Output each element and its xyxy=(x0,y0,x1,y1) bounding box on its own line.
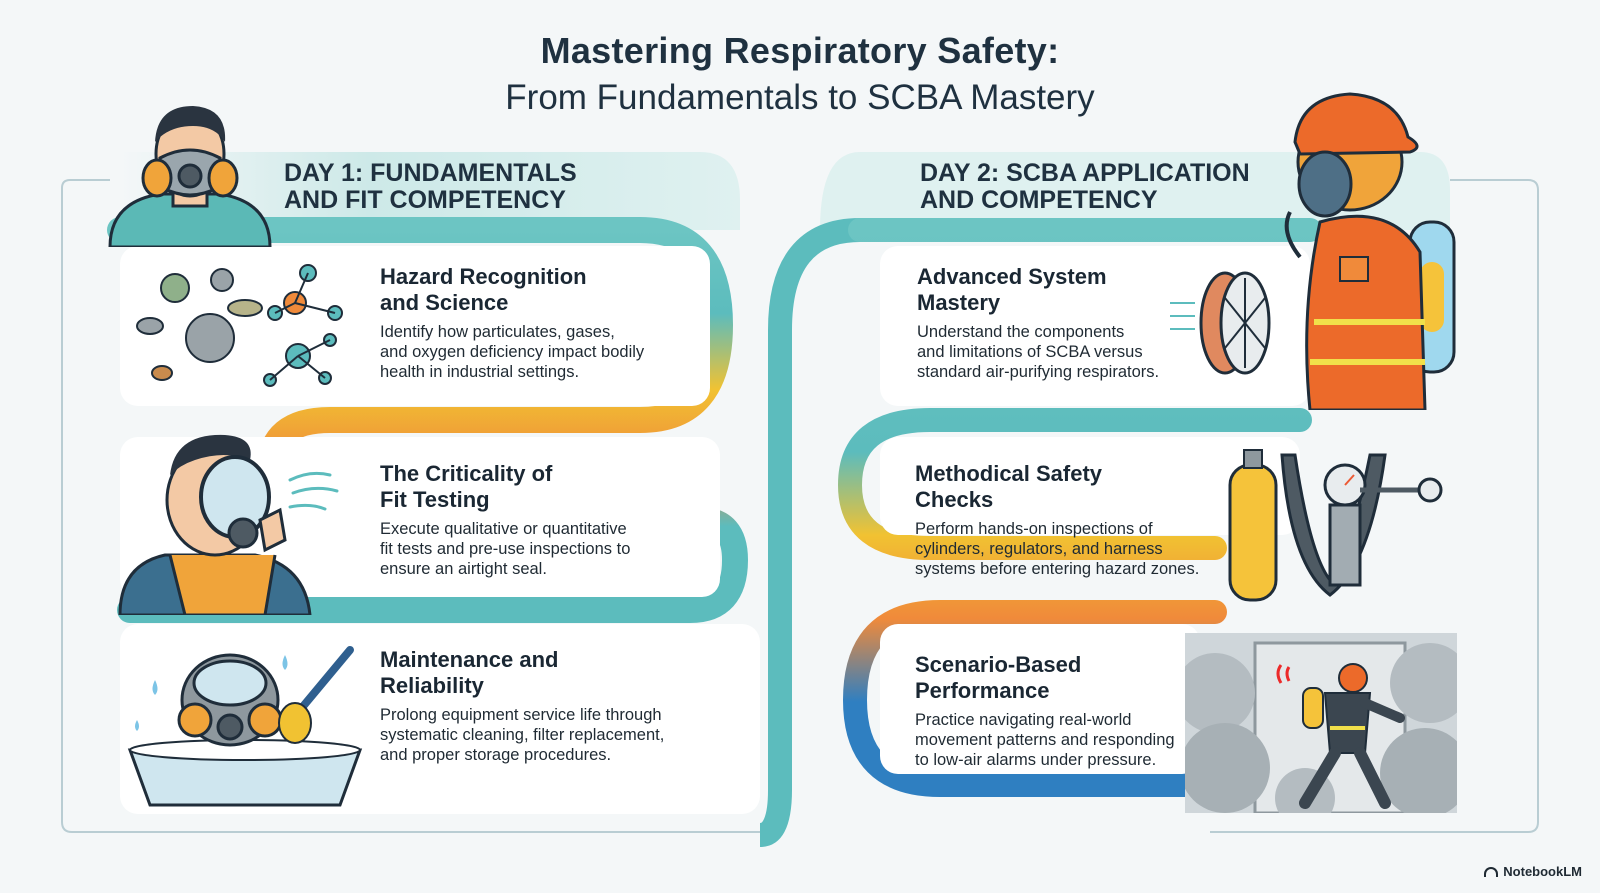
day1-card3-body-line2: systematic cleaning, filter replacement, xyxy=(380,726,665,744)
day1-heading-line1: DAY 1: FUNDAMENTALS xyxy=(284,159,577,187)
day2-card2-title-line2: Checks xyxy=(915,487,994,512)
day2-heading-line2: AND COMPETENCY xyxy=(920,186,1158,214)
day2-card2-body-line1: Perform hands-on inspections of xyxy=(915,520,1153,538)
day2-card1-title-line1: Advanced System xyxy=(917,264,1107,289)
day2-card3-body-line1: Practice navigating real-world xyxy=(915,711,1132,729)
day2-card3-title-line1: Scenario-Based xyxy=(915,652,1082,677)
left-frame-line xyxy=(61,179,780,833)
day1-card3-title-line2: Reliability xyxy=(380,673,484,698)
notebooklm-logo: NotebookLM xyxy=(1484,864,1582,879)
day1-card1-body-line1: Identify how particulates, gases, xyxy=(380,323,615,341)
day1-card3-body-line3: and proper storage procedures. xyxy=(380,746,612,764)
day2-card2-body-line2: cylinders, regulators, and harness xyxy=(915,540,1163,558)
scba-harness-regulator-illustration xyxy=(1228,449,1443,602)
page-subtitle: From Fundamentals to SCBA Mastery xyxy=(505,78,1095,117)
day2-header-band xyxy=(820,152,1450,230)
day1-card1-title-line2: and Science xyxy=(380,290,509,315)
day2-card3-bg xyxy=(880,624,1200,774)
day1-card1-body-line3: health in industrial settings. xyxy=(380,363,580,381)
day2-card1-title-line2: Mastery xyxy=(917,290,1001,315)
day2-card1-body-line1: Understand the components xyxy=(917,323,1125,341)
smoke-scenario-firefighter-illustration xyxy=(1185,633,1457,813)
day2-card3-body-line2: movement patterns and responding xyxy=(915,731,1175,749)
day1-card1-title-line1: Hazard Recognition xyxy=(380,264,587,289)
day1-card3-body-line1: Prolong equipment service life through xyxy=(380,706,662,724)
fit-testing-person-illustration xyxy=(118,434,339,615)
day1-card2-body-line1: Execute qualitative or quantitative xyxy=(380,520,627,538)
day2-card2-body-line3: systems before entering hazard zones. xyxy=(915,560,1200,578)
mask-person-avatar-icon xyxy=(108,106,272,247)
mask-cleaning-basin-illustration xyxy=(127,646,363,807)
filter-cartridge-icon xyxy=(1170,271,1271,375)
day2-heading-line1: DAY 2: SCBA APPLICATION xyxy=(920,159,1250,187)
day1-card2-title-line1: The Criticality of xyxy=(380,461,553,486)
hazard-particles-illustration xyxy=(136,264,343,387)
day2-card3-title-line2: Performance xyxy=(915,678,1050,703)
day1-heading-line2: AND FIT COMPETENCY xyxy=(284,186,566,214)
day1-card3-title-line1: Maintenance and xyxy=(380,647,559,672)
day2-card1-body-line3: standard air-purifying respirators. xyxy=(917,363,1160,381)
right-frame-line xyxy=(1210,179,1539,833)
day1-card1-body-line2: and oxygen deficiency impact bodily xyxy=(380,343,645,361)
day2-card1-bg xyxy=(880,246,1310,406)
day2-card2-bg xyxy=(880,437,1300,535)
scba-firefighter-illustration xyxy=(1284,92,1456,410)
notebooklm-mark-icon xyxy=(1484,866,1499,877)
day1-card2-title-line2: Fit Testing xyxy=(380,487,490,512)
day2-card1-body-line2: and limitations of SCBA versus xyxy=(917,343,1143,361)
day1-card1-bg xyxy=(120,246,710,406)
day1-card2-body-line2: fit tests and pre-use inspections to xyxy=(380,540,631,558)
brand-label: NotebookLM xyxy=(1503,864,1582,879)
day2-connector-path xyxy=(837,218,1322,797)
center-spine-path xyxy=(758,218,861,847)
day2-card2-title-line1: Methodical Safety xyxy=(915,461,1103,486)
page-title: Mastering Respiratory Safety: xyxy=(540,30,1060,71)
day1-header-band xyxy=(120,152,740,230)
day2-card3-body-line3: to low-air alarms under pressure. xyxy=(915,751,1157,769)
day1-card2-body-line3: ensure an airtight seal. xyxy=(380,560,547,578)
